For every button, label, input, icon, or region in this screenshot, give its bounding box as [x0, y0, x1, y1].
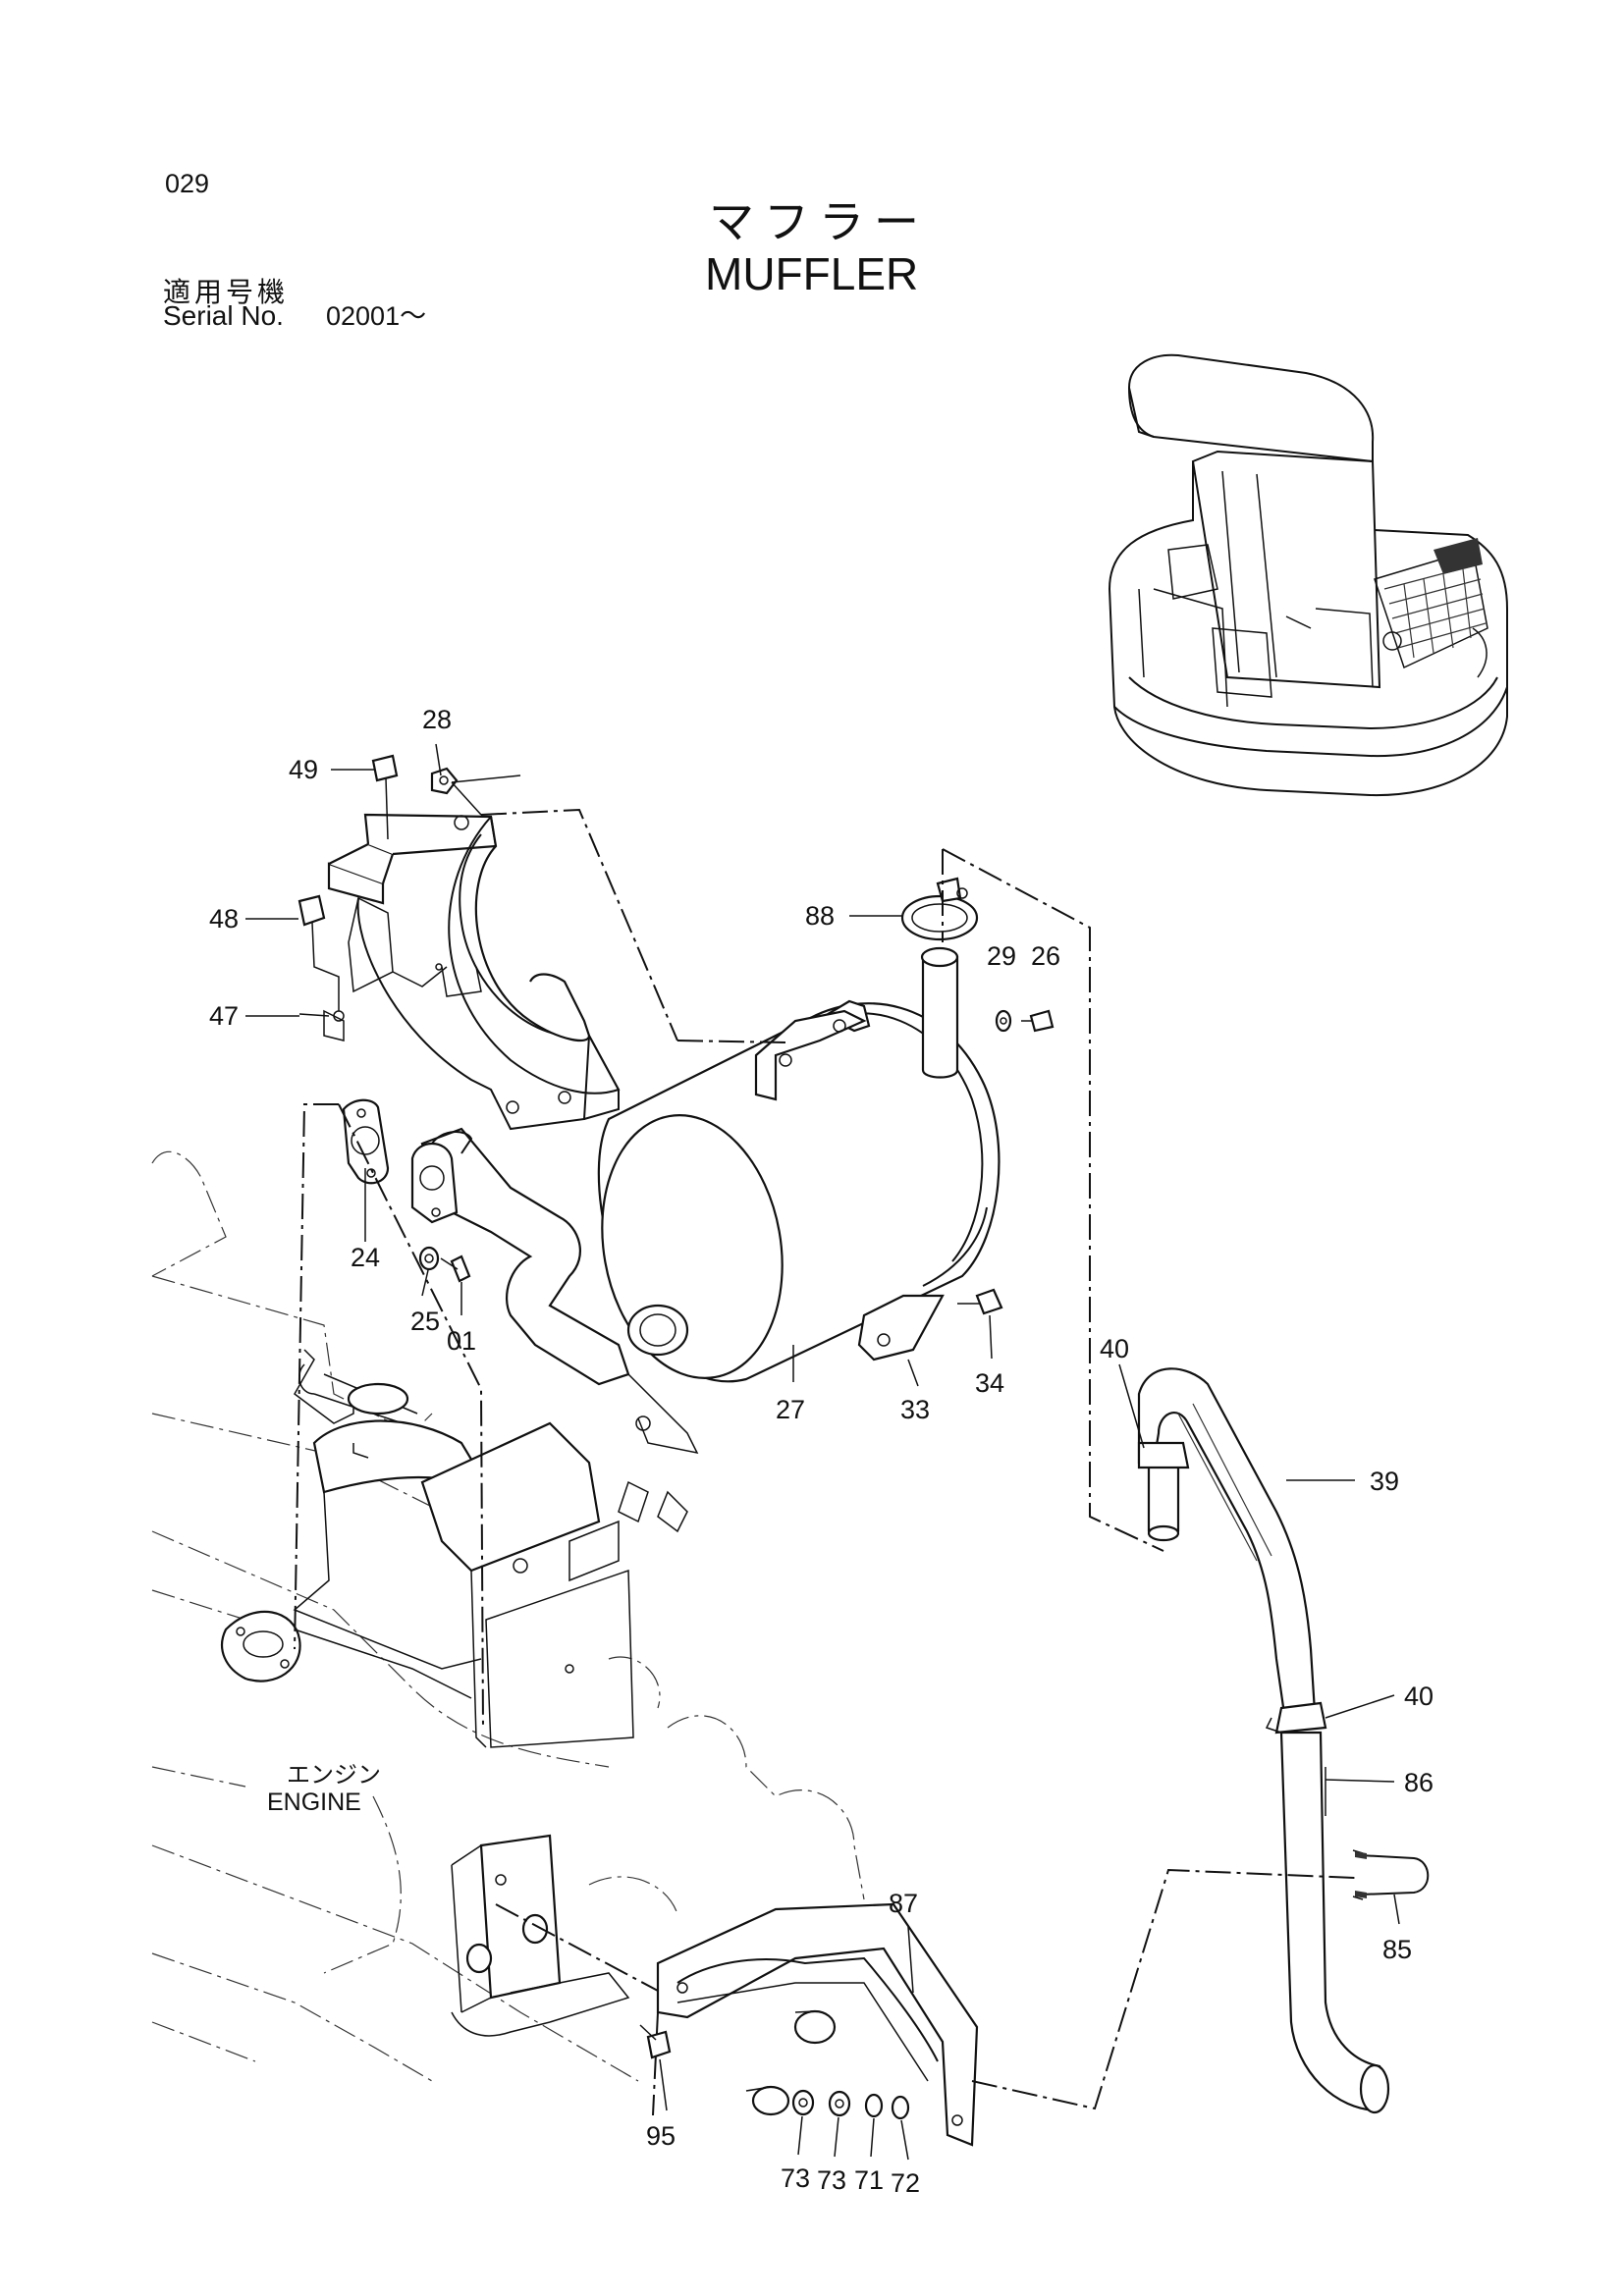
- callout-33: 33: [900, 1395, 930, 1424]
- engine-label-japanese: エンジン: [287, 1761, 381, 1789]
- page-title: MUFFLER: [705, 248, 919, 299]
- callout-87: 87: [889, 1889, 918, 1918]
- assembly-lines: [294, 808, 1356, 2116]
- gasket: [342, 1098, 390, 1185]
- callout-47: 47: [209, 1001, 239, 1031]
- callout-39: 39: [1370, 1467, 1399, 1496]
- callout-25: 25: [410, 1307, 440, 1336]
- serial-label: Serial No.: [163, 300, 284, 331]
- callout-49: 49: [289, 755, 318, 784]
- callout-86: 86: [1404, 1768, 1434, 1797]
- callout-73-first: 73: [781, 2163, 810, 2193]
- serial-value: 02001～: [326, 301, 427, 331]
- callout-85: 85: [1382, 1935, 1412, 1964]
- callout-34: 34: [975, 1368, 1004, 1398]
- bracket: [656, 1902, 979, 2147]
- callout-95: 95: [646, 2121, 676, 2151]
- muffler-heat-shield: [323, 813, 621, 1131]
- hose-clamp-88: [900, 877, 979, 941]
- callout-40-upper: 40: [1100, 1334, 1129, 1363]
- callout-88: 88: [805, 901, 835, 931]
- exhaust-hose: [1137, 1367, 1390, 2114]
- page-title-japanese: マフラー: [709, 195, 929, 248]
- callout-26: 26: [1031, 941, 1060, 971]
- serial-label-japanese: 適用号機: [163, 276, 290, 308]
- callout-28: 28: [422, 705, 452, 734]
- callout-71: 71: [854, 2165, 884, 2195]
- hardware: [298, 754, 1055, 2120]
- machine-overview-illustration: [1109, 353, 1508, 797]
- engine-label: ENGINE: [267, 1789, 361, 1816]
- muffler-body: [410, 946, 1001, 1386]
- callout-01: 01: [447, 1326, 476, 1356]
- callout-48: 48: [209, 904, 239, 934]
- callout-72: 72: [891, 2168, 920, 2198]
- callout-27: 27: [776, 1395, 805, 1424]
- callout-labels: 28 49 48 47 88 29 26 24 25 01 27 33 34 4…: [209, 705, 1434, 2198]
- callout-29: 29: [987, 941, 1016, 971]
- page-number: 029: [165, 169, 210, 198]
- callout-24: 24: [351, 1243, 380, 1272]
- u-bolt: [1352, 1849, 1430, 1900]
- callout-73-second: 73: [817, 2165, 846, 2195]
- leader-lines: [245, 743, 1400, 2161]
- callout-40-lower: 40: [1404, 1682, 1434, 1711]
